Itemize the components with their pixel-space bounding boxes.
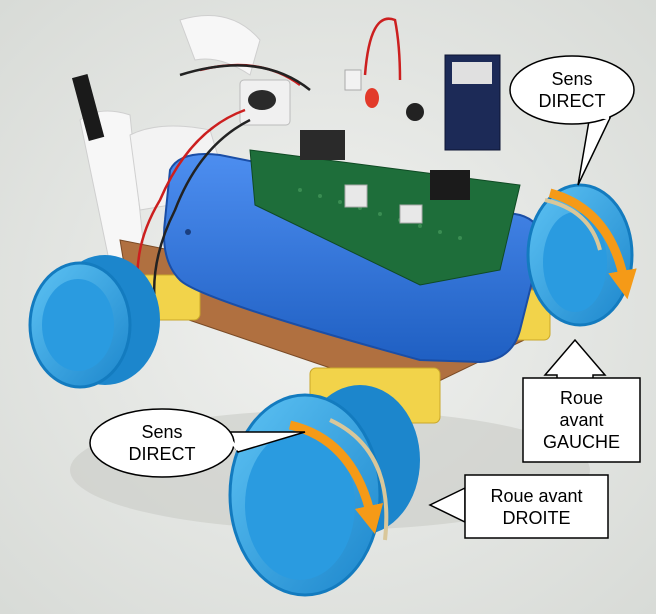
coin-battery <box>248 90 276 110</box>
callout-line: DIRECT <box>538 91 606 111</box>
callout-text-top: Sens DIRECT <box>512 58 632 122</box>
callout-bubble-bottom <box>89 408 306 478</box>
callout-line: GAUCHE <box>542 432 620 452</box>
red-wire <box>363 17 402 81</box>
callout-line: Sens <box>141 422 183 442</box>
bluetooth-antenna <box>452 62 492 84</box>
rubber-band <box>329 418 389 541</box>
callout-line: avant <box>559 410 604 430</box>
screw-hole <box>185 229 191 235</box>
velcro-strip <box>71 74 105 141</box>
callout-text-left-wheel: Roue avant GAUCHE <box>523 380 640 460</box>
rubber-band <box>544 198 602 251</box>
white-connector <box>344 184 368 208</box>
callout-line: Roue <box>559 388 604 408</box>
callout-line: Sens <box>551 69 593 89</box>
white-connector <box>399 204 423 224</box>
callout-line: Roue avant <box>490 485 583 506</box>
led-connector <box>344 69 362 91</box>
callout-arrow-left-wheel <box>522 338 641 463</box>
push-button <box>406 103 424 121</box>
callout-line: DIRECT <box>128 444 196 464</box>
black-wire <box>179 64 311 91</box>
callout-line: DROITE <box>502 507 571 528</box>
red-led <box>365 88 379 108</box>
voltage-regulator <box>300 130 345 160</box>
direction-arrow-left <box>548 188 637 300</box>
rear-wheel <box>28 255 160 389</box>
direction-arrow-right <box>288 420 384 535</box>
rear-strip <box>179 15 261 76</box>
callout-bubble-top <box>509 55 635 186</box>
front-right-wheel <box>228 385 420 597</box>
front-left-wheel <box>526 183 634 327</box>
callout-arrow-right-wheel <box>428 474 609 539</box>
black-wire <box>152 118 251 306</box>
ic-socket <box>430 170 470 200</box>
callout-text-bottom: Sens DIRECT <box>92 411 232 475</box>
callout-text-right-wheel: Roue avant DROITE <box>465 477 608 536</box>
